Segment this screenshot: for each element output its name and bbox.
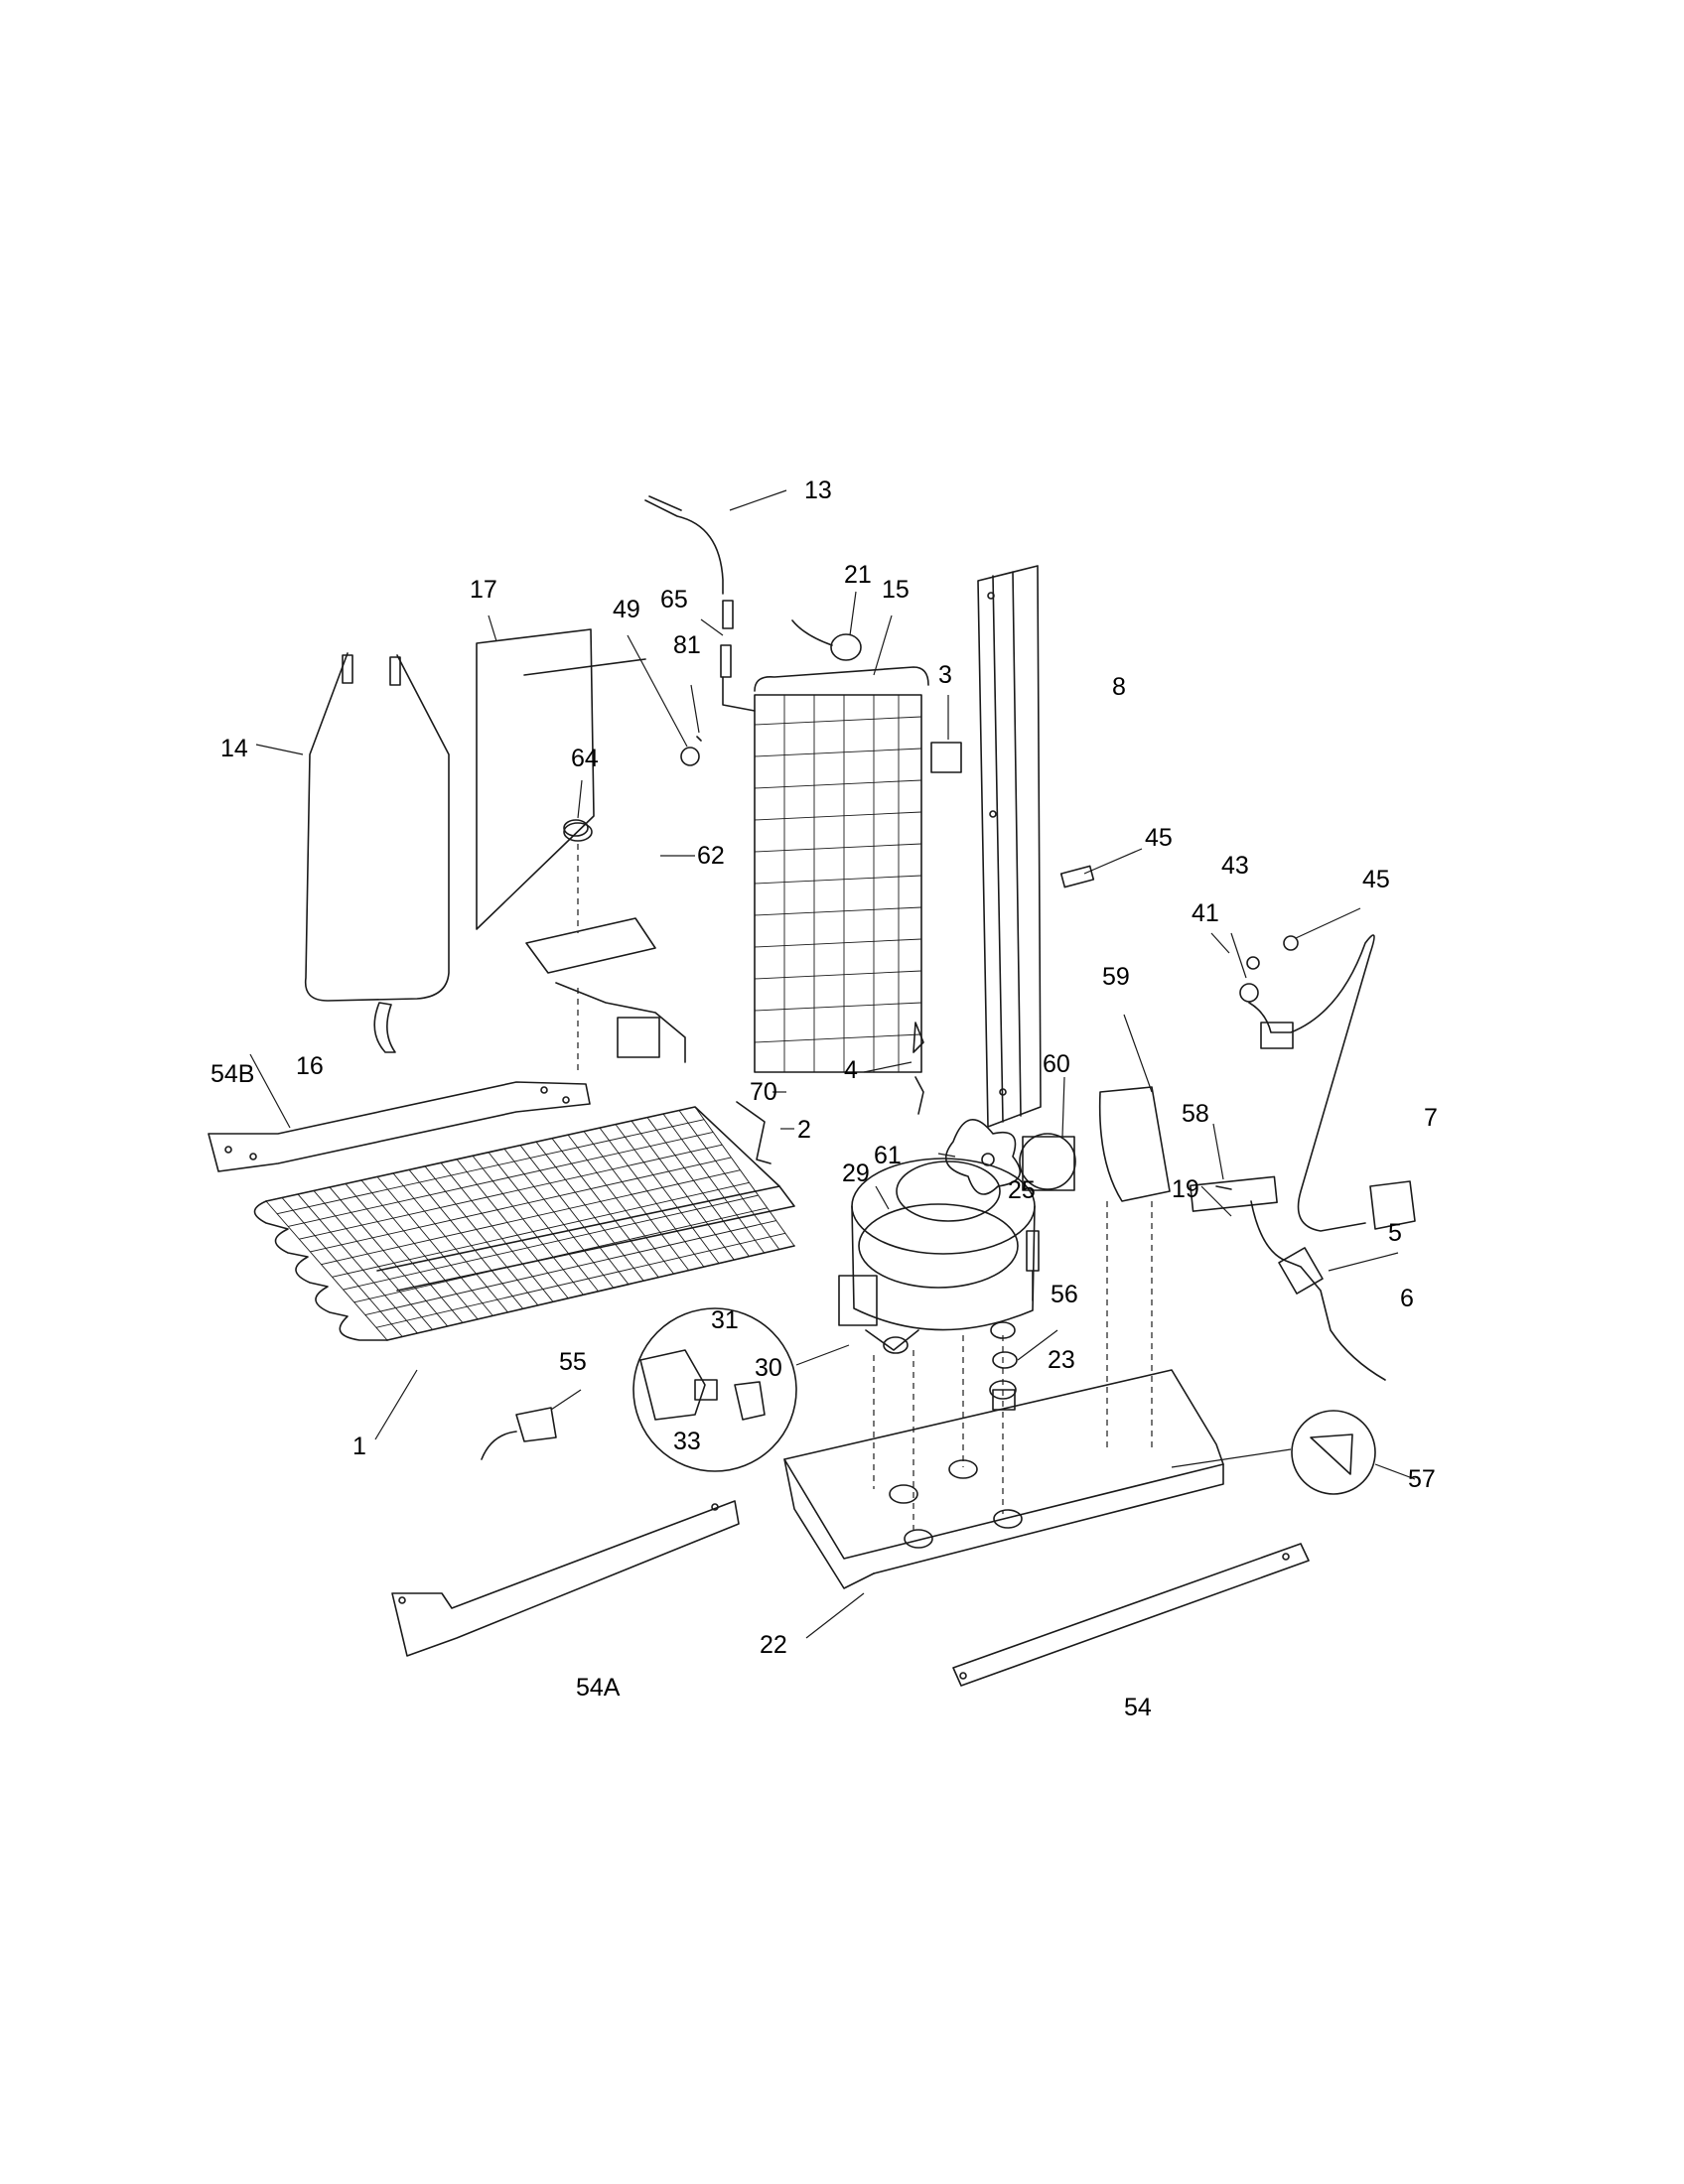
callout-17: 17 bbox=[470, 576, 497, 604]
part-56-23-grommets bbox=[989, 1329, 1058, 1411]
part-3-clip bbox=[930, 695, 962, 773]
part-57-inset bbox=[1171, 1410, 1416, 1495]
part-14-wire-loop bbox=[255, 652, 450, 1002]
part-detail-inset bbox=[632, 1307, 850, 1472]
callout-22: 22 bbox=[760, 1631, 787, 1659]
callout-19: 19 bbox=[1172, 1175, 1199, 1203]
part-13-sensor-tube bbox=[644, 489, 787, 595]
part-25-bolt bbox=[1026, 1230, 1040, 1301]
callout-25: 25 bbox=[1008, 1176, 1036, 1204]
callout-8: 8 bbox=[1112, 673, 1126, 701]
callout-2: 2 bbox=[797, 1116, 811, 1144]
callout-54: 54 bbox=[1124, 1694, 1152, 1721]
callout-15: 15 bbox=[882, 576, 910, 604]
callout-14: 14 bbox=[220, 735, 248, 762]
part-54B-bracket bbox=[208, 1053, 591, 1172]
callout-49: 49 bbox=[613, 596, 640, 623]
part-21-sensor bbox=[791, 591, 862, 661]
callout-33: 33 bbox=[673, 1428, 701, 1455]
callout-16: 16 bbox=[296, 1052, 324, 1080]
part-15-condenser bbox=[722, 614, 929, 1073]
part-29-compressor bbox=[838, 1158, 1036, 1354]
callout-4: 4 bbox=[844, 1056, 858, 1084]
callout-70: 70 bbox=[750, 1078, 777, 1106]
part-5-6-connector bbox=[1250, 1200, 1399, 1381]
part-59-shroud bbox=[1098, 1014, 1171, 1449]
callout-57: 57 bbox=[1408, 1465, 1436, 1493]
part-49-81-clip bbox=[627, 600, 734, 766]
part-61-fan-blade bbox=[937, 1118, 1022, 1195]
callout-58: 58 bbox=[1182, 1100, 1209, 1128]
part-1-evaporator bbox=[253, 1106, 795, 1440]
callout-labels: 13 17 49 65 21 15 81 3 8 14 64 62 45 43 … bbox=[210, 477, 1438, 1721]
callout-65: 65 bbox=[660, 586, 688, 614]
part-16-clip bbox=[373, 1002, 396, 1053]
callout-54B: 54B bbox=[210, 1060, 254, 1088]
callout-21: 21 bbox=[844, 561, 872, 589]
part-22-base-pan bbox=[783, 1335, 1224, 1639]
part-4-fastener bbox=[863, 1022, 924, 1115]
part-8-channel bbox=[977, 565, 1042, 1128]
part-19-tube bbox=[1190, 1175, 1278, 1217]
part-55-relay bbox=[481, 1389, 582, 1460]
callout-64: 64 bbox=[571, 745, 599, 772]
callout-13: 13 bbox=[804, 477, 832, 504]
callout-81: 81 bbox=[673, 631, 701, 659]
part-54A-bracket bbox=[391, 1500, 740, 1657]
callout-3: 3 bbox=[938, 661, 952, 689]
callout-30: 30 bbox=[755, 1354, 782, 1382]
callout-60: 60 bbox=[1043, 1050, 1070, 1078]
part-2-70-clip bbox=[736, 1091, 794, 1164]
callout-7: 7 bbox=[1424, 1104, 1438, 1132]
callout-31: 31 bbox=[711, 1306, 739, 1334]
part-64-grommet bbox=[563, 779, 589, 837]
callout-29: 29 bbox=[842, 1160, 870, 1187]
callout-54A: 54A bbox=[576, 1674, 621, 1702]
callout-61: 61 bbox=[874, 1142, 902, 1169]
callout-45-a: 45 bbox=[1145, 824, 1173, 852]
callout-41: 41 bbox=[1192, 899, 1219, 927]
callout-43: 43 bbox=[1221, 852, 1249, 880]
callout-59: 59 bbox=[1102, 963, 1130, 991]
callout-5: 5 bbox=[1388, 1219, 1402, 1247]
callout-1: 1 bbox=[352, 1433, 366, 1460]
callout-45-b: 45 bbox=[1362, 866, 1390, 893]
part-62-drain-assembly bbox=[523, 658, 695, 1072]
part-54-bracket bbox=[952, 1543, 1310, 1687]
part-60-fan-motor bbox=[1019, 1076, 1076, 1191]
callout-56: 56 bbox=[1051, 1281, 1078, 1308]
part-45-41-43-screws bbox=[1059, 848, 1361, 1003]
callout-6: 6 bbox=[1400, 1285, 1414, 1312]
part-58-screw bbox=[1212, 1123, 1232, 1190]
part-7-power-cord bbox=[1248, 934, 1416, 1232]
callout-62: 62 bbox=[697, 842, 725, 870]
callout-55: 55 bbox=[559, 1348, 587, 1376]
callout-23: 23 bbox=[1048, 1346, 1075, 1374]
part-17-panel bbox=[476, 614, 595, 930]
